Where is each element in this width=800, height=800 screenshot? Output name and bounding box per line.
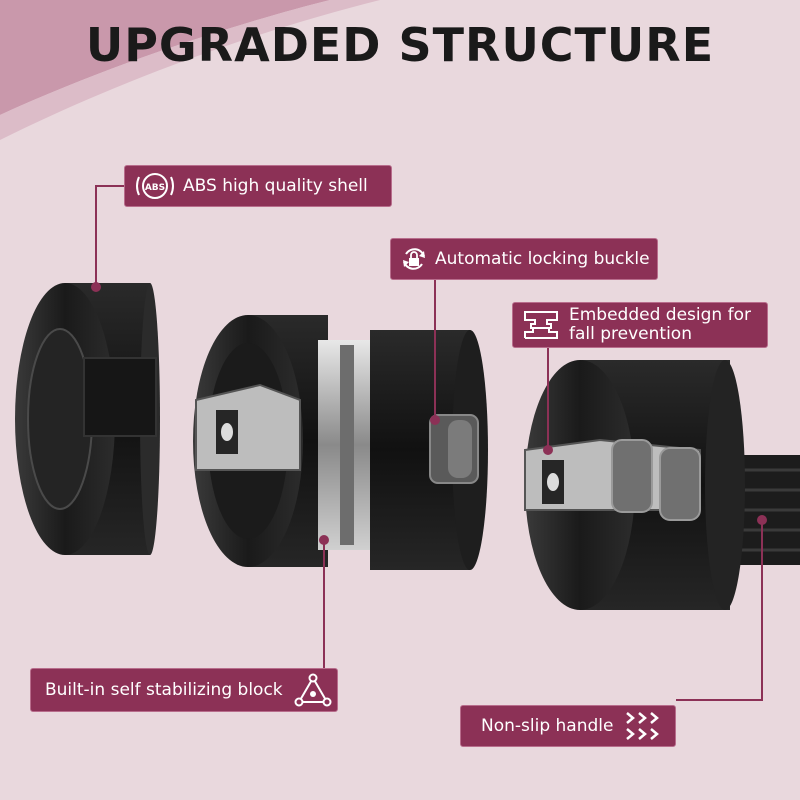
handle-block [524, 360, 800, 610]
leader-dots [91, 282, 767, 545]
callout-label: Automatic locking buckle [435, 249, 650, 269]
interlock-icon [521, 308, 561, 342]
lock-refresh-icon [399, 244, 429, 274]
triangle-nodes-icon [293, 672, 333, 708]
abs-badge-icon: ABS [133, 169, 177, 203]
leader-lines [95, 185, 763, 701]
abs-icon-text: ABS [145, 183, 165, 193]
callout-label: Built-in self stabilizing block [45, 680, 283, 700]
callout-stabilizing-block: Built-in self stabilizing block [30, 668, 338, 712]
callout-label: Non-slip handle [481, 716, 614, 736]
callout-embedded-design: Embedded design for fall prevention [512, 302, 768, 348]
callout-locking-buckle: Automatic locking buckle [390, 238, 658, 280]
callout-label: Embedded design for fall prevention [569, 305, 751, 344]
callout-non-slip-handle: Non-slip handle [460, 705, 676, 747]
callout-label: ABS high quality shell [183, 176, 368, 196]
callout-abs-shell: ABS ABS high quality shell [124, 165, 392, 207]
end-cap [15, 283, 160, 555]
middle-block [193, 315, 488, 570]
chevrons-right-icon [623, 710, 671, 742]
page-title: UPGRADED STRUCTURE [85, 18, 715, 72]
